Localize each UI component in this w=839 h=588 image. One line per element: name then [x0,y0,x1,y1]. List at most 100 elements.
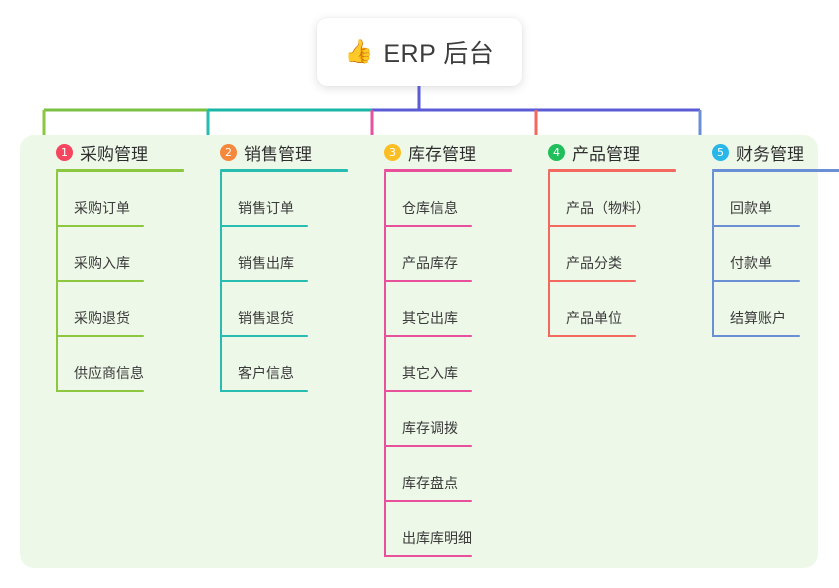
module-column-4: 4 产品管理产品（物料） 产品分类产品单位 [530,135,690,337]
module-item-list: 采购订单采购入库采购退货供应商信息 [56,172,198,392]
module-item[interactable]: 销售出库 [220,227,362,282]
module-header[interactable]: 3 库存管理 [366,135,526,169]
module-header-rule [712,169,839,172]
module-spine-line [548,172,550,337]
module-item-label: 库存盘点 [402,475,458,491]
module-item-rule [548,280,636,282]
module-item[interactable]: 产品分类 [548,227,690,282]
module-number-badge: 3 [384,143,401,161]
module-item-rule [56,335,144,337]
module-item-rule [384,445,472,447]
module-item[interactable]: 付款单 [712,227,839,282]
modules-panel: 1 采购管理采购订单采购入库采购退货供应商信息 2 销售管理销售订单销售出库销售退货客… [20,135,839,568]
module-item[interactable]: 采购入库 [56,227,198,282]
module-header[interactable]: 5 财务管理 [694,135,839,169]
module-item-label: 产品单位 [566,310,622,326]
module-title: 销售管理 [244,144,312,164]
module-item-label: 采购订单 [74,200,130,216]
module-item-label: 供应商信息 [74,365,144,381]
module-item-label: 产品分类 [566,255,622,271]
module-item-rule [384,335,472,337]
module-number-badge: 4 [548,143,565,161]
module-item[interactable]: 出库库明细 [384,502,526,557]
module-number-badge: 5 [712,143,729,161]
module-title: 产品管理 [572,144,640,164]
module-item-label: 产品库存 [402,255,458,271]
module-header[interactable]: 1 采购管理 [38,135,198,169]
module-item-label: 采购退货 [74,310,130,326]
module-item[interactable]: 销售退货 [220,282,362,337]
module-item-list: 销售订单销售出库销售退货客户信息 [220,172,362,392]
module-item-list: 回款单付款单结算账户 [712,172,839,337]
module-item-rule [56,280,144,282]
module-item-rule [384,555,472,557]
module-header[interactable]: 4 产品管理 [530,135,690,169]
module-number-badge: 1 [56,143,73,161]
module-item[interactable]: 库存调拨 [384,392,526,447]
module-item[interactable]: 仓库信息 [384,172,526,227]
module-item[interactable]: 采购退货 [56,282,198,337]
module-item[interactable]: 库存盘点 [384,447,526,502]
root-node-card[interactable]: 👍 ERP 后台 [317,18,522,86]
module-item-rule [220,280,308,282]
module-item-rule [56,390,144,392]
root-node-title: ERP 后台 [383,40,495,68]
module-item-label: 库存调拨 [402,420,458,436]
module-item[interactable]: 产品单位 [548,282,690,337]
module-item[interactable]: 结算账户 [712,282,839,337]
module-item-rule [220,225,308,227]
module-item-rule [220,335,308,337]
module-item-label: 其它入库 [402,365,458,381]
module-item-label: 付款单 [730,255,772,271]
module-item[interactable]: 客户信息 [220,337,362,392]
module-header[interactable]: 2 销售管理 [202,135,362,169]
module-item-label: 销售退货 [238,310,294,326]
module-header-rule [220,169,348,172]
module-column-5: 5 财务管理回款单付款单结算账户 [694,135,839,337]
module-item-rule [712,225,800,227]
module-item-label: 销售出库 [238,255,294,271]
module-item[interactable]: 采购订单 [56,172,198,227]
module-column-3: 3 库存管理仓库信息产品库存其它出库其它入库库存调拨库存盘点出库库明细 [366,135,526,557]
module-item-label: 结算账户 [730,310,786,326]
module-item-rule [384,225,472,227]
module-item-label: 出库库明细 [402,530,472,546]
module-item[interactable]: 产品库存 [384,227,526,282]
thumbs-up-icon: 👍 [344,37,374,64]
module-header-rule [548,169,676,172]
module-item-label: 产品（物料） [566,200,650,216]
module-item-label: 回款单 [730,200,772,216]
module-item-rule [220,390,308,392]
module-title: 库存管理 [408,144,476,164]
module-item[interactable]: 供应商信息 [56,337,198,392]
module-item-rule [384,500,472,502]
module-title: 采购管理 [80,144,148,164]
module-number-badge: 2 [220,143,237,161]
module-item[interactable]: 产品（物料） [548,172,690,227]
module-column-2: 2 销售管理销售订单销售出库销售退货客户信息 [202,135,362,392]
module-item[interactable]: 其它入库 [384,337,526,392]
module-item-rule [384,280,472,282]
module-item-label: 客户信息 [238,365,294,381]
module-item-rule [548,225,636,227]
module-item-rule [712,280,800,282]
module-spine-line [220,172,222,392]
module-header-rule [384,169,512,172]
module-item-label: 其它出库 [402,310,458,326]
module-item-rule [384,390,472,392]
module-spine-line [712,172,714,337]
module-item-rule [712,335,800,337]
module-item[interactable]: 销售订单 [220,172,362,227]
module-item[interactable]: 其它出库 [384,282,526,337]
module-item-rule [548,335,636,337]
module-spine-line [384,172,386,557]
module-header-rule [56,169,184,172]
module-item-rule [56,225,144,227]
module-title: 财务管理 [736,144,804,164]
module-item-label: 销售订单 [238,200,294,216]
module-item-list: 产品（物料） 产品分类产品单位 [548,172,690,337]
module-item[interactable]: 回款单 [712,172,839,227]
module-item-list: 仓库信息产品库存其它出库其它入库库存调拨库存盘点出库库明细 [384,172,526,557]
module-item-label: 仓库信息 [402,200,458,216]
module-spine-line [56,172,58,392]
